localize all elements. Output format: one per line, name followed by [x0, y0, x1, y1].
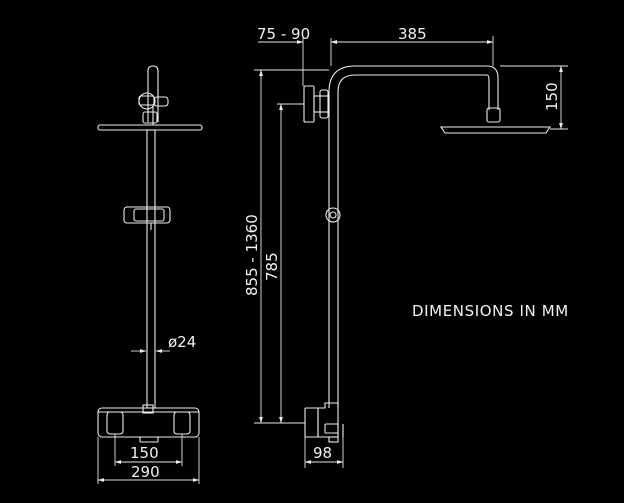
- front-view: ø24 150 290: [97, 65, 203, 484]
- dim-valve-depth: 98: [304, 437, 344, 468]
- dim-offset: 75 - 90: [257, 25, 355, 86]
- dim-rail-height-label: 785: [263, 252, 281, 281]
- dim-valve-width: 290: [97, 437, 200, 484]
- side-view: 75 - 90 385 150 855 - 1360 785: [243, 25, 568, 468]
- dimensions-note: DIMENSIONS IN MM: [412, 302, 569, 320]
- side-slider-knob: [325, 207, 341, 223]
- dim-head-drop-label: 150: [543, 82, 561, 111]
- dim-valve-centres: 150: [114, 434, 183, 466]
- dim-valve-depth-label: 98: [313, 444, 332, 462]
- dim-rail-height: 785: [263, 103, 304, 424]
- dim-total-height: 855 - 1360: [243, 69, 329, 424]
- dim-arm-length: 385: [330, 25, 494, 66]
- dim-pipe-diameter: ø24: [131, 333, 196, 353]
- side-shower-arm: [328, 65, 499, 110]
- side-shower-head: [439, 126, 552, 134]
- dim-total-height-label: 855 - 1360: [243, 214, 261, 296]
- dim-pipe-diameter-label: ø24: [168, 333, 196, 351]
- front-shower-head: [97, 124, 203, 131]
- dim-arm-length-label: 385: [398, 25, 427, 43]
- dim-valve-centres-label: 150: [130, 444, 159, 462]
- dim-offset-label: 75 - 90: [257, 25, 310, 43]
- dim-head-drop: 150: [500, 65, 568, 130]
- front-slider-bracket: [123, 206, 171, 230]
- front-head-connector: [138, 65, 169, 125]
- front-riser-rail: [146, 129, 156, 409]
- dim-valve-width-label: 290: [131, 463, 160, 481]
- front-bar-valve: [97, 404, 200, 443]
- side-bar-valve: [304, 402, 344, 443]
